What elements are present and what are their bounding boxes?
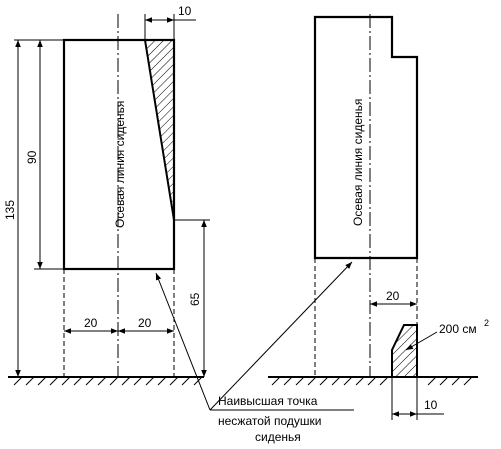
area-leader bbox=[405, 331, 438, 351]
dim-65-label: 65 bbox=[188, 292, 202, 306]
left-centerline-label: Осевая линия сиденья bbox=[113, 101, 127, 228]
area-hatched-region bbox=[391, 324, 418, 378]
right-seat-outline bbox=[313, 15, 419, 260]
callout-line-3: сиденья bbox=[255, 430, 301, 444]
callout-leader-right bbox=[209, 261, 353, 411]
left-ground-hatch bbox=[13, 376, 203, 386]
right-centerline-label: Осевая линия сиденья bbox=[351, 99, 365, 226]
right-view: Осевая линия сиденья 20 200 см 2 10 bbox=[268, 14, 489, 420]
callout-line-2: несжатой подушки bbox=[218, 414, 321, 428]
area-exponent: 2 bbox=[484, 318, 489, 328]
callout-leader-left bbox=[155, 272, 211, 411]
dim-20-right-label: 20 bbox=[138, 316, 152, 330]
dim-135-label: 135 bbox=[3, 200, 17, 220]
area-label: 200 см bbox=[439, 322, 477, 336]
dim-10-top-label: 10 bbox=[178, 4, 192, 18]
dim-10-bottom-label: 10 bbox=[424, 398, 438, 412]
dim-20-left-label: 20 bbox=[84, 316, 98, 330]
dim-20-side-label: 20 bbox=[386, 289, 400, 303]
callout: Наивысшая точка несжатой подушки сиденья bbox=[155, 261, 354, 444]
callout-line-1: Наивысшая точка bbox=[218, 394, 318, 408]
dim-90-label: 90 bbox=[25, 150, 39, 164]
right-ground-hatch bbox=[271, 376, 473, 386]
left-hatched-wedge bbox=[143, 39, 175, 221]
left-view: Осевая линия сиденья 10 90 135 65 20 20 bbox=[3, 4, 210, 386]
